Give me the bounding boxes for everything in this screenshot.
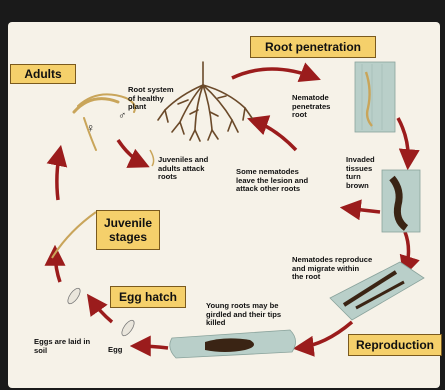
arrow-reproduction-to-young-roots xyxy=(298,322,352,348)
arrow-egg-to-egg-hatch xyxy=(90,298,112,322)
arrow-plant-to-penetration xyxy=(232,69,316,78)
juvenile-nematode-image xyxy=(52,212,96,258)
root-penetration-label: Root penetration xyxy=(265,40,361,54)
juvenile-stages-box: Juvenile stages xyxy=(96,210,160,250)
invaded-tissues-caption: Invaded tissues turn brown xyxy=(346,156,375,190)
eggs-laid-caption: Eggs are laid in soil xyxy=(34,338,90,355)
female-symbol: ♀ xyxy=(86,124,95,133)
adults-label: Adults xyxy=(24,67,61,81)
adults-box: Adults xyxy=(10,64,76,84)
juvenile-label-line2: stages xyxy=(109,230,147,244)
nematode-penetrates-caption: Nematode penetrates root xyxy=(292,94,330,120)
arrow-reproduce-to-some-nematodes xyxy=(345,208,380,212)
attacking-juvenile-image xyxy=(150,150,154,166)
arrow-juvenile-to-adults xyxy=(57,150,60,200)
arrow-some-nematodes-to-root xyxy=(252,120,296,150)
adult-nematodes-image xyxy=(74,94,135,150)
egg-hatch-box: Egg hatch xyxy=(110,286,186,308)
root-system-caption: Root system of healthy plant xyxy=(128,86,174,112)
some-nematodes-caption: Some nematodes leave the lesion and atta… xyxy=(236,168,308,194)
young-roots-caption: Young roots may be girdled and their tip… xyxy=(206,302,281,328)
egg-hatch-label: Egg hatch xyxy=(119,290,177,304)
arrow-eggs-to-juvenile xyxy=(55,250,60,282)
arrow-adults-to-juveniles-attack xyxy=(118,140,145,165)
reproduction-label: Reproduction xyxy=(356,338,434,352)
root-penetration-box: Root penetration xyxy=(250,36,376,58)
male-symbol: ♂ xyxy=(118,112,126,121)
arrow-young-roots-to-egg xyxy=(135,346,168,348)
girdled-root-image xyxy=(170,330,296,358)
juveniles-attack-caption: Juveniles and adults attack roots xyxy=(158,156,208,182)
root-penetration-image xyxy=(355,62,395,132)
nematodes-reproduce-caption: Nematodes reproduce and migrate within t… xyxy=(292,256,372,282)
egg-caption: Egg xyxy=(108,346,122,355)
juvenile-label-line1: Juvenile xyxy=(104,216,152,230)
invaded-tissues-image xyxy=(382,170,420,232)
reproduction-box: Reproduction xyxy=(348,334,442,356)
arrow-penetration-to-invaded xyxy=(398,118,408,165)
